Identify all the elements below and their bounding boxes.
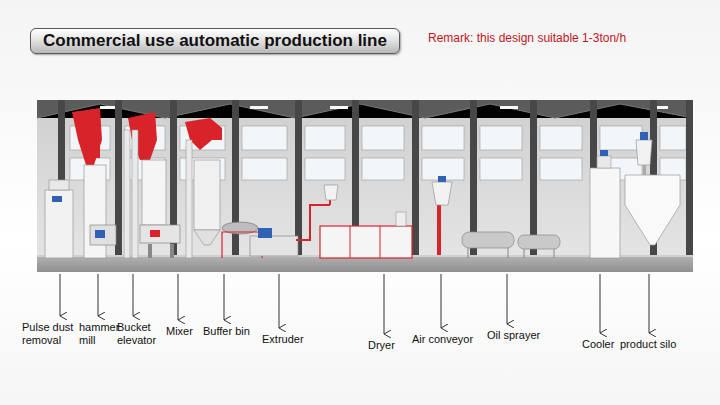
- part-label: Bucket elevator: [117, 321, 165, 347]
- part-label: hammer mill: [79, 321, 123, 347]
- title: Commercial use automatic production line: [31, 29, 399, 53]
- part-label: product silo: [620, 338, 676, 351]
- part-label: Pulse dust removal: [22, 321, 78, 347]
- remark-note: Remark: this design suitable 1-3ton/h: [428, 31, 626, 46]
- part-label: Oil sprayer: [487, 329, 540, 342]
- part-label: Air conveyor: [412, 333, 473, 346]
- title-box: Commercial use automatic production line: [30, 28, 400, 54]
- part-label: Cooler: [582, 338, 614, 351]
- part-label: Mixer: [166, 325, 193, 338]
- part-label: Buffer bin: [203, 325, 250, 338]
- part-label: Dryer: [368, 339, 395, 352]
- part-label: Extruder: [262, 333, 304, 346]
